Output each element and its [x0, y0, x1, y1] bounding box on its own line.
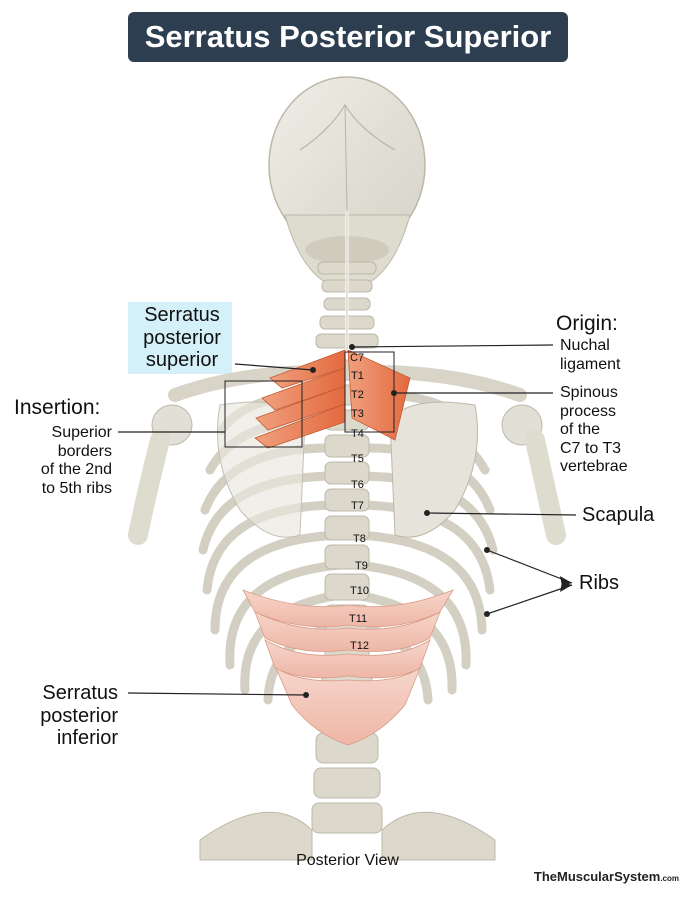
scapula-label: Scapula: [582, 504, 655, 526]
ribs-label: Ribs: [579, 572, 620, 594]
scapulae: [217, 401, 478, 538]
insertion-box: [224, 380, 303, 448]
vertebra-t11: T11: [349, 613, 368, 625]
title-banner: Serratus Posterior Superior: [128, 12, 568, 62]
brand-logo: TheMuscularSystem.com: [533, 869, 679, 884]
sps-label: Serratus posterior superior: [143, 304, 221, 372]
page-title: Serratus Posterior Superior: [144, 19, 552, 54]
vertebra-t5: T5: [351, 453, 364, 465]
vertebra-c7: C7: [350, 352, 365, 364]
insertion-title: Insertion:: [14, 396, 101, 419]
skull: [268, 76, 426, 286]
vertebra-t2: T2: [351, 389, 364, 401]
vertebra-t8: T8: [353, 533, 366, 545]
serratus-posterior-inferior-muscle: [242, 589, 454, 746]
vertebra-t6: T6: [351, 479, 364, 491]
serratus-posterior-superior-muscle: [254, 349, 411, 449]
leader-lines: [118, 344, 577, 696]
view-caption: Posterior View: [296, 852, 399, 869]
origin-spinous-process: Spinous process of the C7 to T3 vertebra…: [560, 384, 628, 476]
vertebra-t1: T1: [351, 370, 364, 382]
shoulders: [128, 365, 566, 545]
vertebra-t10: T10: [350, 585, 369, 597]
spi-label: Serratus posterior inferior: [40, 682, 118, 750]
vertebra-t3: T3: [351, 408, 364, 420]
vertebra-t9: T9: [355, 560, 368, 572]
vertebra-t12: T12: [350, 640, 369, 652]
sps-label-highlight: [128, 302, 232, 374]
insertion-detail: Superior borders of the 2nd to 5th ribs: [40, 424, 112, 497]
vertebra-t4: T4: [351, 428, 364, 440]
origin-nuchal-ligament: Nuchal ligament: [560, 337, 621, 373]
origin-title: Origin:: [556, 312, 618, 335]
vertebra-t7: T7: [351, 500, 364, 512]
